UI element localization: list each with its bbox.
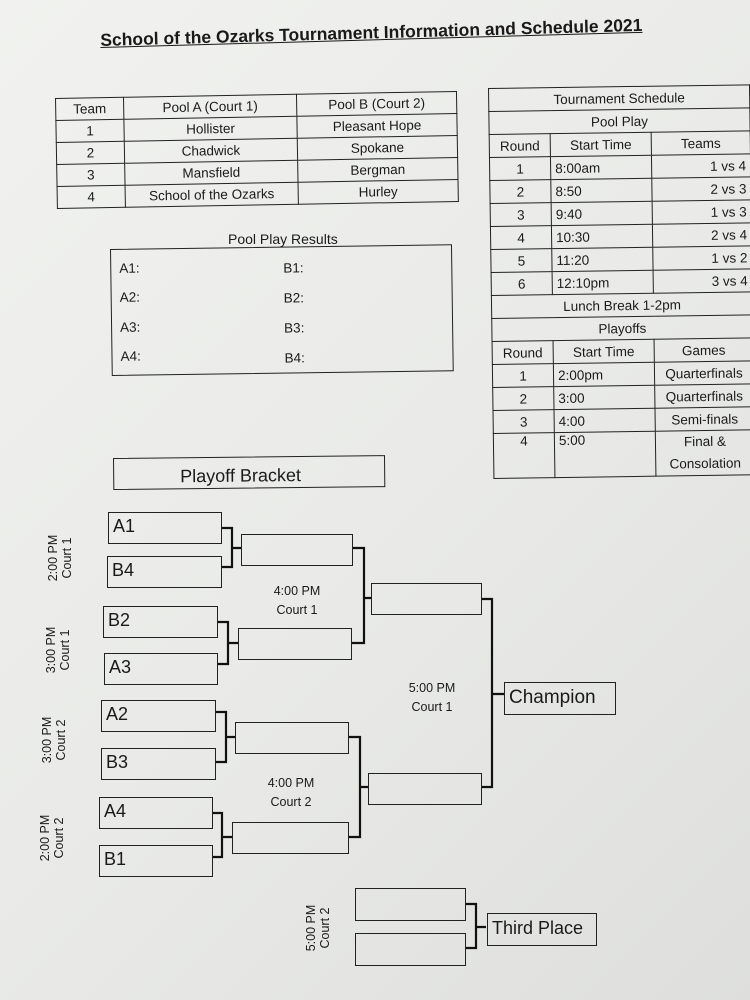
qf-court: Court 1: [60, 537, 74, 579]
seed-slot-a4: A4: [99, 797, 213, 829]
final-slot: [368, 773, 482, 805]
pool-results-title: Pool Play Results: [228, 231, 338, 247]
seed-slot-a2: A2: [101, 700, 216, 732]
semi-court: Court 2: [270, 795, 312, 809]
final-slot: [371, 583, 482, 615]
qf-time: 3:00 PM: [44, 626, 58, 674]
seed-label: A1: [113, 516, 136, 536]
seed-label: B4: [112, 560, 135, 580]
seed-slot-b4: B4: [107, 556, 222, 588]
semi-label-2: 4:00 PM Court 2: [256, 774, 326, 812]
seed-slot-a1: A1: [108, 512, 222, 544]
third-place-label: Third Place: [492, 918, 584, 938]
qf-court: Court 2: [52, 817, 66, 859]
champion-box: Champion: [504, 682, 616, 715]
seed-slot-a3: A3: [104, 653, 218, 685]
qf-time: 3:00 PM: [40, 716, 54, 764]
semi-label-1: 4:00 PM Court 1: [262, 582, 332, 620]
final-court: Court 1: [411, 700, 453, 714]
qf-time: 2:00 PM: [46, 534, 60, 582]
seed-slot-b2: B2: [103, 606, 218, 638]
semifinal-slot: [241, 534, 353, 566]
seed-label: A3: [109, 657, 132, 677]
qf-time: 2:00 PM: [38, 814, 52, 862]
third-time: 5:00 PM: [304, 904, 318, 952]
seed-slot-b1: B1: [99, 845, 213, 877]
seed-label: B3: [106, 752, 129, 772]
third-court: Court 2: [318, 907, 332, 949]
semi-time: 4:00 PM: [267, 776, 315, 790]
third-place-box: Third Place: [487, 913, 597, 946]
third-place-slot: [355, 888, 466, 921]
semi-time: 4:00 PM: [273, 584, 321, 598]
seed-label: B1: [104, 849, 127, 869]
seed-label: A2: [106, 704, 129, 724]
seed-label: A4: [104, 801, 127, 821]
qf-court: Court 1: [58, 629, 72, 671]
seed-slot-b3: B3: [101, 748, 216, 780]
third-place-slot: [355, 933, 466, 966]
semifinal-slot: [238, 628, 352, 660]
champion-label: Champion: [509, 687, 596, 708]
final-label: 5:00 PM Court 1: [397, 679, 467, 717]
seed-label: B2: [108, 610, 131, 630]
qf-court: Court 2: [54, 719, 68, 761]
semifinal-slot: [235, 722, 349, 754]
semi-court: Court 1: [276, 603, 318, 617]
final-time: 5:00 PM: [408, 681, 456, 695]
semifinal-slot: [232, 822, 349, 854]
